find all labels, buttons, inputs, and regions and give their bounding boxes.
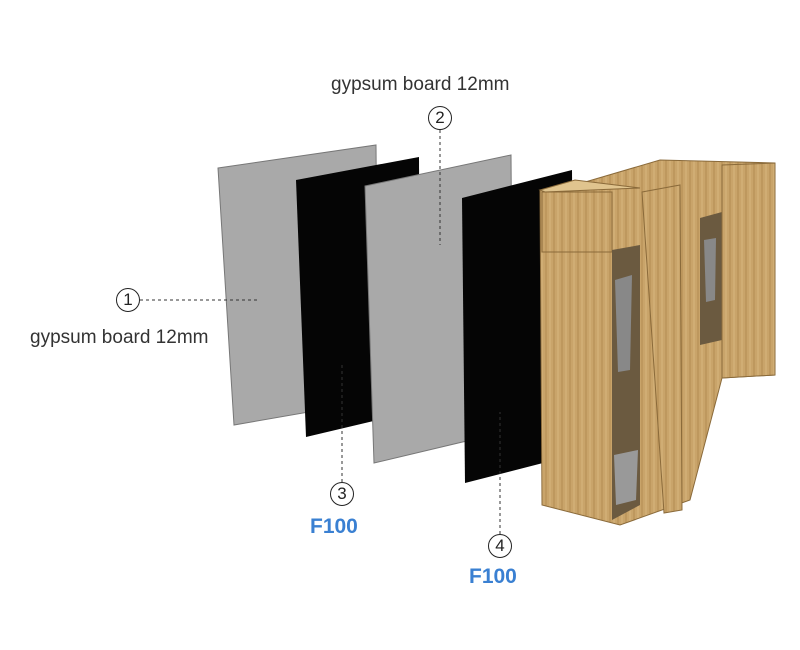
callout-3-label: F100	[310, 515, 358, 538]
callout-3-number: 3	[330, 482, 354, 506]
callout-1-label: gypsum board 12mm	[30, 327, 209, 348]
wardrobe	[538, 159, 776, 526]
callout-4-label: F100	[469, 565, 517, 588]
callout-1-number: 1	[116, 288, 140, 312]
callout-4-number: 4	[488, 534, 512, 558]
leader-lines	[140, 130, 501, 534]
callout-2-number: 2	[428, 106, 452, 130]
callout-2-label: gypsum board 12mm	[331, 74, 510, 95]
